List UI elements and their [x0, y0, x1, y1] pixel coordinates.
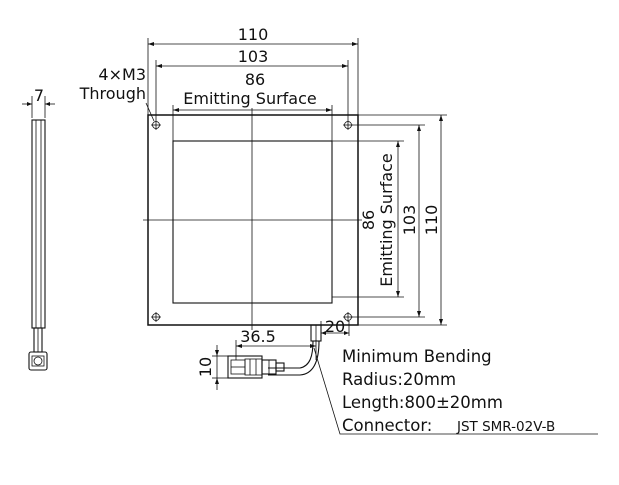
overall-height-label: 110	[422, 205, 441, 236]
overall-width-label: 110	[238, 25, 269, 44]
cable-offset-label: 36.5	[240, 327, 276, 346]
side-view: 7	[22, 86, 55, 371]
side-connector	[28, 351, 48, 371]
emit-width-caption: Emitting Surface	[183, 89, 316, 108]
side-thickness-label: 7	[34, 86, 44, 105]
connector-label: Connector:	[342, 416, 432, 435]
side-panel	[31, 119, 46, 329]
emit-width-label: 86	[245, 70, 265, 89]
connector-height-label: 10	[196, 357, 215, 377]
length-note: Length:800±20mm	[342, 393, 503, 412]
holes-type: Through	[79, 84, 146, 103]
holes-count-spec: 4×M3	[98, 65, 146, 84]
front-view: 110 103 86 Emitting Surface 4×M3 Through…	[79, 25, 447, 330]
emitting-surface	[172, 140, 333, 304]
bending-note-line2: Radius:20mm	[342, 370, 456, 389]
cable-exit-label: 20	[325, 317, 345, 336]
hole-pitch-width-label: 103	[238, 47, 269, 66]
emit-height-caption: Emitting Surface	[377, 153, 396, 286]
cable-assembly: 20 36.5 10	[196, 317, 598, 435]
emit-height-label: 86	[359, 210, 378, 230]
bending-note-line1: Minimum Bending	[342, 347, 492, 366]
hole-pitch-height-label: 103	[400, 205, 419, 236]
connector-part-number: JST SMR-02V-B	[456, 419, 555, 435]
mounting-holes	[151, 120, 353, 322]
notes: Minimum Bending Radius:20mm Length:800±2…	[342, 347, 555, 435]
